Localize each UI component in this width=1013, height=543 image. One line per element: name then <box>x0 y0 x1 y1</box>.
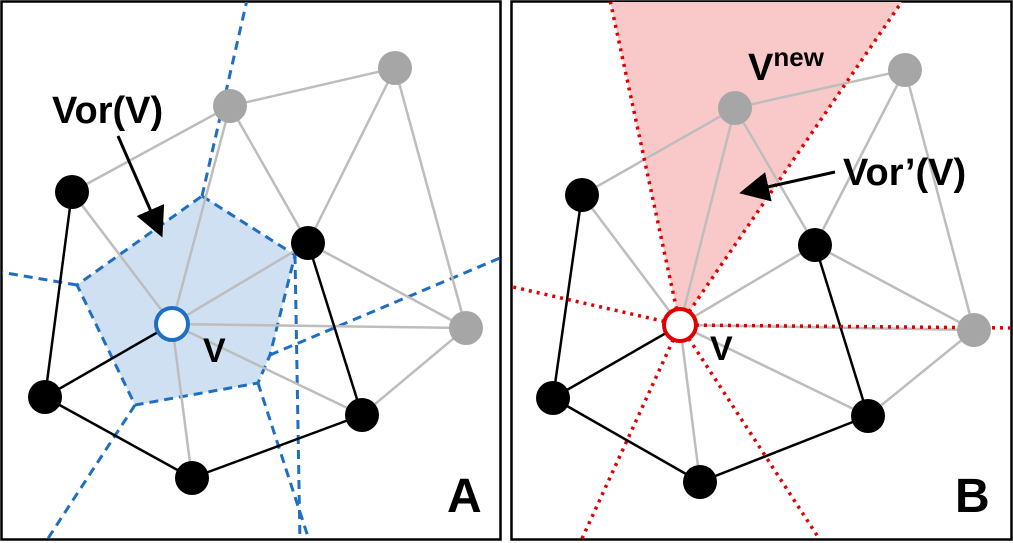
black-node <box>798 228 832 262</box>
v-new-label: Vnew <box>748 42 825 89</box>
voronoi-boundaries-b <box>512 2 1010 539</box>
black-edges-b <box>551 194 870 484</box>
panel-a: Vor(V) V A <box>0 0 502 541</box>
vertex-v-b <box>662 307 698 343</box>
black-node <box>175 461 209 495</box>
vertex-v-label-b: V <box>710 330 733 368</box>
nodes-b <box>536 53 991 499</box>
vor-v-label: Vor(V) <box>52 90 163 132</box>
arrow-vor-a <box>116 135 165 238</box>
black-edges-a <box>43 191 364 480</box>
voronoi-boundaries-a <box>2 2 500 539</box>
gray-node <box>213 89 247 123</box>
vor-prime-v-label: Vor’(V) <box>843 152 966 194</box>
gray-node <box>449 311 483 345</box>
arrow-vor-b <box>739 170 836 202</box>
black-node <box>345 398 379 432</box>
vertex-v-label-a: V <box>203 332 226 370</box>
black-node <box>565 178 599 212</box>
black-node <box>683 465 717 499</box>
panel-a-label: A <box>447 470 482 523</box>
panel-b-label: B <box>955 470 990 523</box>
v-new-base: V <box>748 47 774 89</box>
black-node <box>55 175 89 209</box>
gray-node <box>718 91 752 125</box>
v-new-superscript: new <box>773 42 824 72</box>
black-node <box>291 226 325 260</box>
vertex-v-a <box>154 306 190 342</box>
black-node <box>851 399 885 433</box>
gray-node <box>888 53 922 87</box>
panel-b: Vnew Vor’(V) V B <box>510 0 1013 541</box>
voronoi-cell-v-new <box>610 2 902 325</box>
gray-edges-a <box>71 66 468 479</box>
nodes-a <box>28 51 483 495</box>
gray-node <box>957 313 991 347</box>
black-node <box>28 380 62 414</box>
black-node <box>536 381 570 415</box>
gray-node <box>378 51 412 85</box>
